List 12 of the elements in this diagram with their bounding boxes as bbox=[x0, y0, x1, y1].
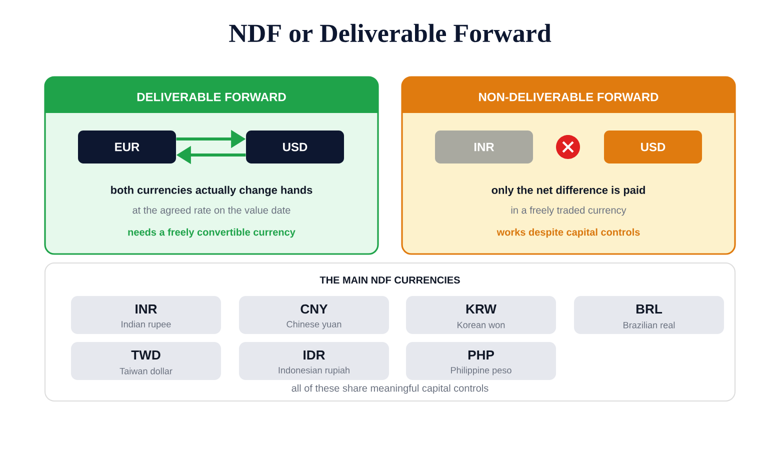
currency-card: BRL Brazilian real bbox=[574, 296, 724, 334]
currency-card: PHP Philippine peso bbox=[406, 342, 556, 380]
currency-card: IDR Indonesian rupiah bbox=[239, 342, 389, 380]
currency-card: CNY Chinese yuan bbox=[239, 296, 389, 334]
currency-box: EUR bbox=[78, 130, 176, 164]
currency-card: KRW Korean won bbox=[406, 296, 556, 334]
currency-card: TWD Taiwan dollar bbox=[71, 342, 221, 380]
currency-box: USD bbox=[246, 130, 344, 164]
currency-box: USD bbox=[604, 130, 702, 164]
title: NDF or Deliverable Forward bbox=[229, 24, 552, 42]
currency-box: INR bbox=[435, 130, 533, 164]
currency-card: INR Indian rupee bbox=[71, 296, 221, 334]
